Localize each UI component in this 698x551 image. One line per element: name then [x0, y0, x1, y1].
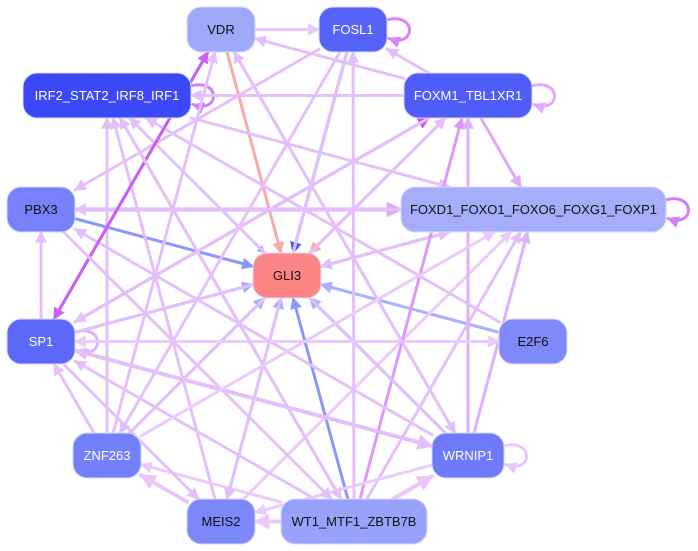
node-sp1[interactable]: SP1 [6, 318, 76, 365]
node-irf2[interactable]: IRF2_STAT2_IRF8_IRF1 [22, 72, 192, 119]
node-foxd1[interactable]: FOXD1_FOXO1_FOXO6_FOXG1_FOXP1 [400, 186, 667, 233]
edge-irf2-to-wt1 [118, 116, 343, 501]
node-label: MEIS2 [201, 514, 240, 529]
node-label: PBX3 [24, 202, 57, 217]
node-box[interactable] [280, 498, 428, 545]
node-wt1[interactable]: WT1_MTF1_ZBTB7B [280, 498, 428, 545]
edge-wt1-to-fosl1 [347, 50, 360, 501]
node-box[interactable] [72, 432, 142, 479]
edge-foxm1-to-fosl1 [385, 47, 431, 75]
edge-wt1-to-foxd1 [365, 230, 523, 501]
edge-fosl1-to-znf263 [118, 50, 342, 435]
node-box[interactable] [498, 318, 568, 365]
node-meis2[interactable]: MEIS2 [186, 498, 256, 545]
edge-wt1-to-wrnip1 [390, 474, 434, 501]
edge-wt1-to-sp1 [73, 359, 317, 501]
edge-znf263-to-sp1 [52, 362, 96, 435]
node-box[interactable] [400, 186, 667, 233]
edge-vdr-to-wrnip1 [232, 50, 457, 435]
edge-wt1-to-foxm1 [358, 116, 465, 501]
edge-meis2-to-irf2 [110, 116, 217, 501]
edge-foxm1-to-vdr [253, 35, 406, 80]
edge-wt1-to-znf263 [139, 461, 283, 504]
node-box[interactable] [186, 498, 256, 545]
node-label: SP1 [29, 334, 54, 349]
edge-sp1-to-meis2 [62, 362, 200, 501]
edge-vdr-to-gli3 [225, 50, 284, 255]
edge-fosl1-to-fosl1 [383, 17, 411, 48]
node-label: WRNIP1 [443, 448, 494, 463]
node-znf263[interactable]: ZNF263 [72, 432, 142, 479]
edge-pbx3-to-wt1 [62, 230, 333, 501]
node-box[interactable] [318, 6, 388, 53]
edge-e2f6-to-irf2 [144, 116, 501, 324]
edge-wt1-to-gli3 [290, 296, 350, 501]
node-gli3[interactable]: GLI3 [252, 252, 322, 299]
node-label: GLI3 [273, 268, 301, 283]
edge-znf263-to-vdr [111, 50, 218, 435]
node-vdr[interactable]: VDR [186, 6, 256, 53]
edge-znf263-to-foxd1 [139, 230, 496, 438]
node-pbx3[interactable]: PBX3 [6, 186, 76, 233]
node-e2f6[interactable]: E2F6 [498, 318, 568, 365]
node-label: ZNF263 [84, 448, 131, 463]
node-foxm1[interactable]: FOXM1_TBL1XR1 [403, 72, 533, 119]
node-box[interactable] [6, 186, 76, 233]
node-label: FOSL1 [332, 22, 373, 37]
node-box[interactable] [6, 318, 76, 365]
edge-foxm1-to-foxd1 [479, 116, 523, 189]
edge-wrnip1-to-pbx3 [73, 227, 434, 437]
node-label: FOXD1_FOXO1_FOXO6_FOXG1_FOXP1 [410, 202, 657, 217]
node-box[interactable] [403, 72, 533, 119]
node-box[interactable] [431, 432, 505, 479]
node-fosl1[interactable]: FOSL1 [318, 6, 388, 53]
node-label: E2F6 [517, 334, 548, 349]
node-label: FOXM1_TBL1XR1 [414, 88, 522, 103]
node-label: WT1_MTF1_ZBTB7B [292, 514, 417, 529]
node-label: IRF2_STAT2_IRF8_IRF1 [35, 88, 180, 103]
edge-meis2-to-znf263 [139, 473, 189, 504]
edge-foxm1-to-sp1 [73, 116, 431, 324]
node-wrnip1[interactable]: WRNIP1 [431, 432, 505, 479]
edge-foxm1-to-foxm1 [528, 83, 556, 114]
node-box[interactable] [186, 6, 256, 53]
node-box[interactable] [252, 252, 322, 299]
edge-foxd1-to-foxd1 [662, 197, 690, 228]
node-label: VDR [207, 22, 234, 37]
edge-wrnip1-to-wrnip1 [500, 443, 528, 474]
node-box[interactable] [22, 72, 192, 119]
edges-layer [35, 17, 690, 530]
